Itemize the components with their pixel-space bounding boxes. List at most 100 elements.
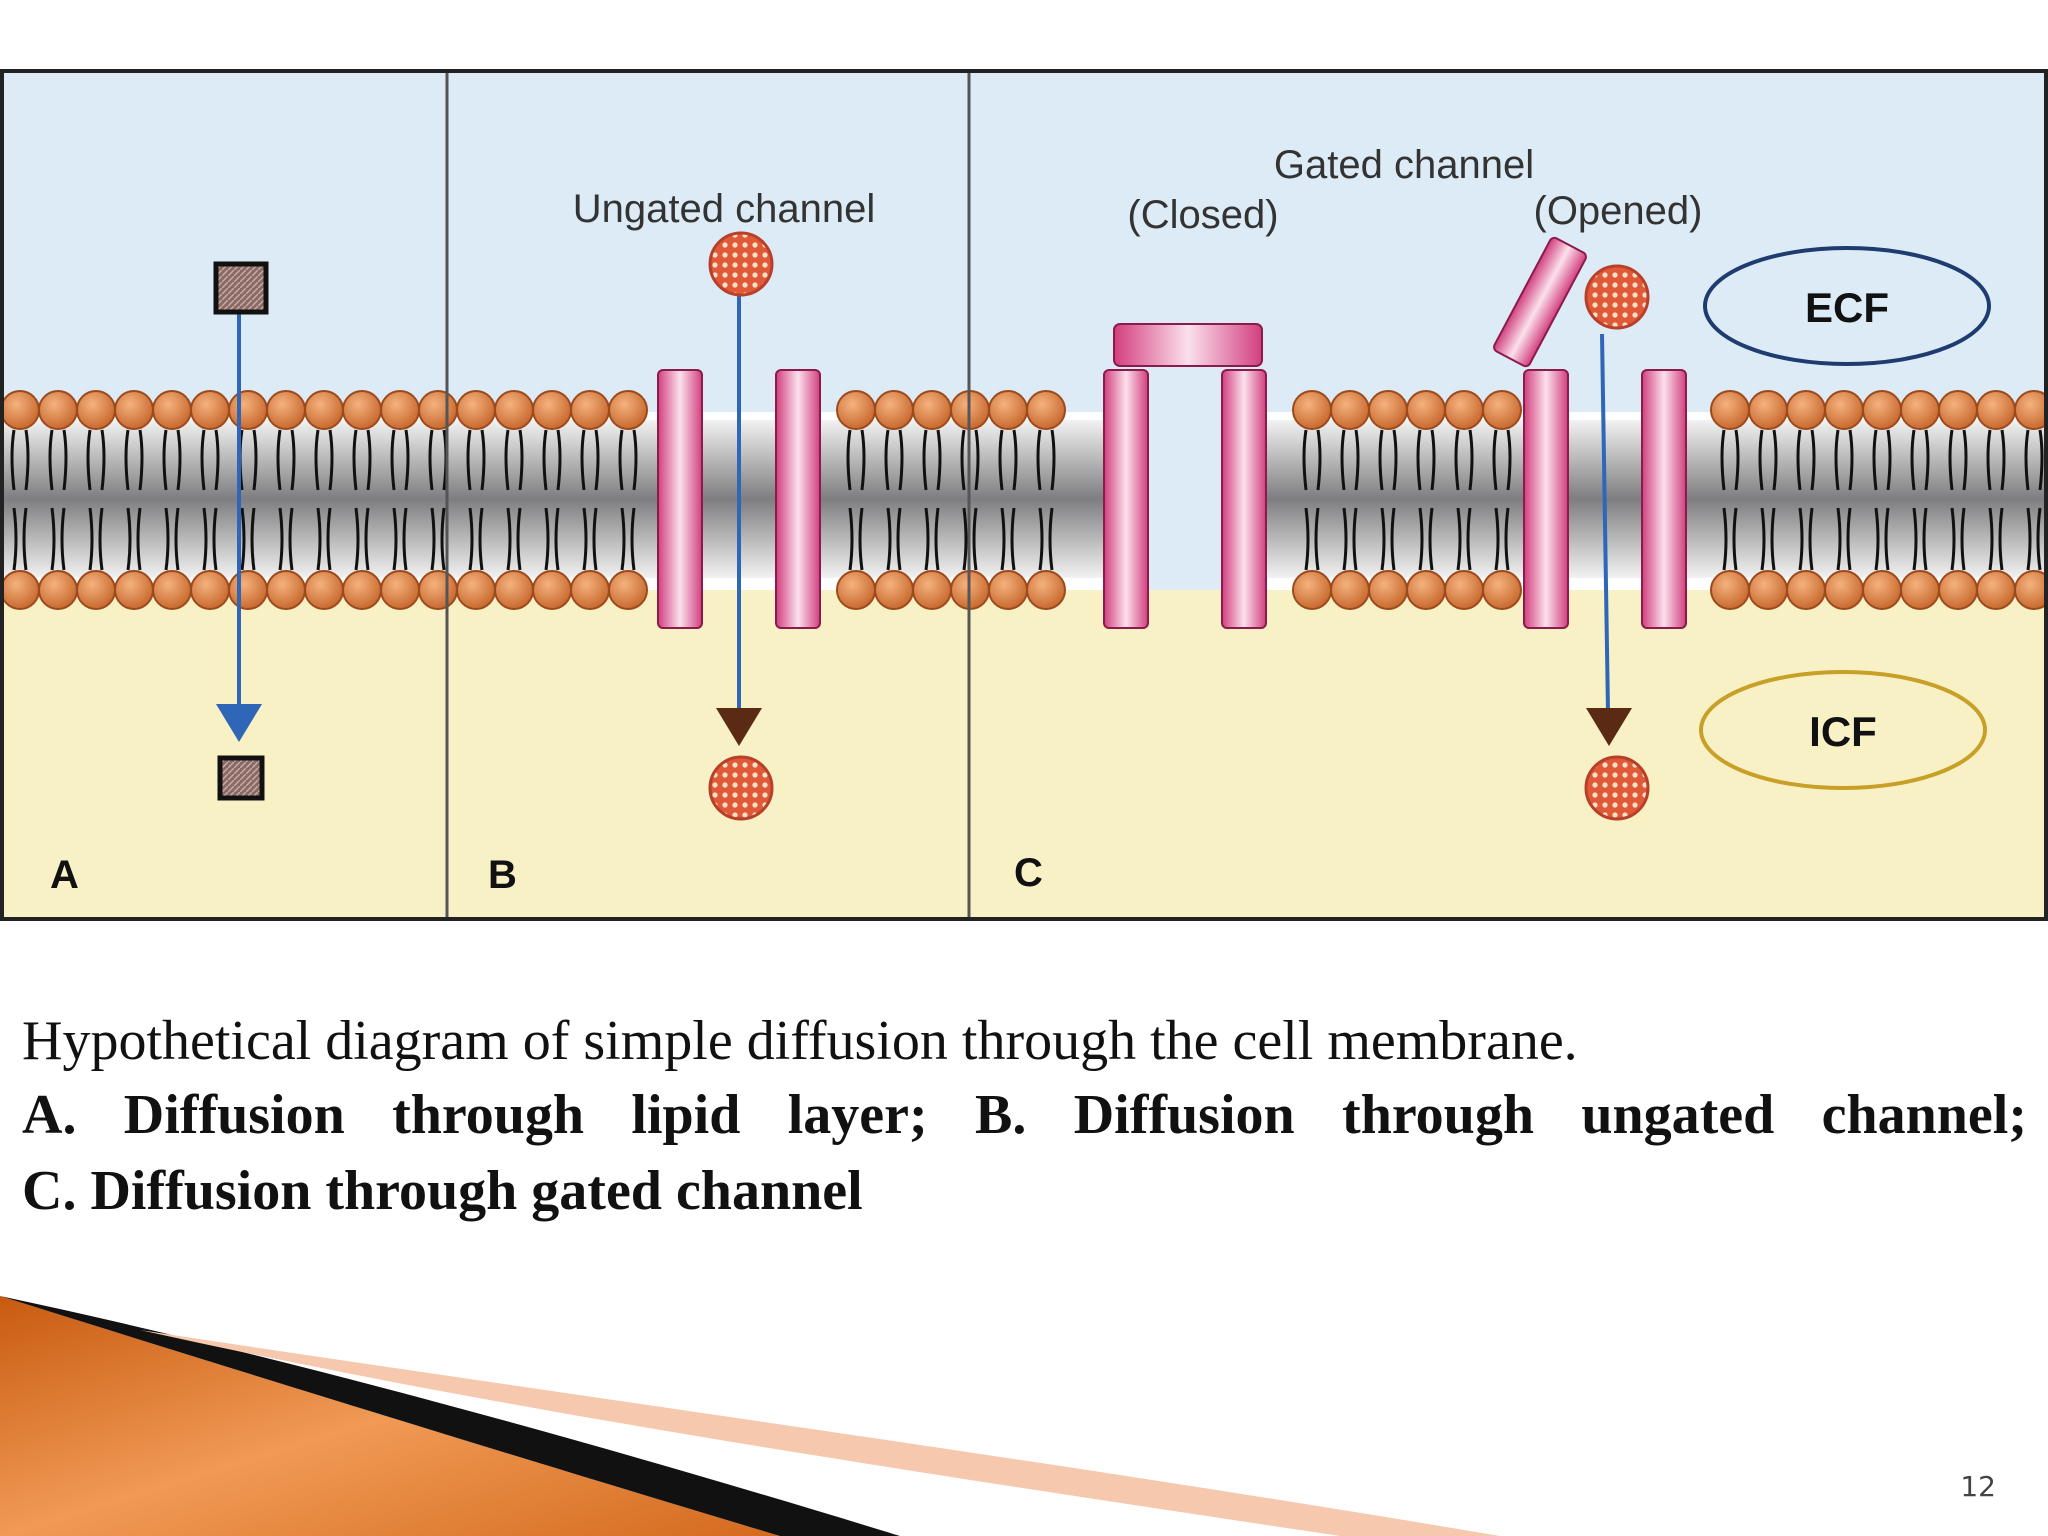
lipid-tail xyxy=(630,507,636,571)
lipid-tail xyxy=(24,429,30,491)
caption-parts-ab: A. Diffusion through lipid layer; B. Dif… xyxy=(22,1084,2027,1146)
lipid-tail xyxy=(352,429,358,491)
arrow-a-head xyxy=(216,704,262,742)
lipid-tail xyxy=(402,507,408,571)
lipid-tail xyxy=(1962,429,1968,491)
square-molecule-icon xyxy=(213,261,269,315)
lipid-tail xyxy=(136,507,142,571)
lipid-tail xyxy=(62,429,68,491)
lipid-tail xyxy=(240,507,246,571)
lipid-tail xyxy=(202,507,208,571)
lipid-tail xyxy=(858,507,864,571)
lipid-tail xyxy=(1772,429,1778,491)
lipid-tail xyxy=(1304,507,1310,571)
lipid-tail xyxy=(2026,507,2032,571)
lipid-tail xyxy=(276,429,282,491)
caption-title: Hypothetical diagram of simple diffusion… xyxy=(22,1010,1578,1072)
lipid-tail xyxy=(1010,507,1016,571)
lipid-tail xyxy=(1378,429,1384,491)
lipid-tail xyxy=(100,429,106,491)
lipid-tail xyxy=(1012,429,1018,491)
icf-ellipse xyxy=(1699,670,1987,790)
lipid-tail xyxy=(1948,429,1954,491)
lipid-tail xyxy=(60,507,66,571)
round-molecule-icon xyxy=(1584,264,1650,330)
lipid-tail xyxy=(974,429,980,491)
lipid-tail xyxy=(164,507,170,571)
caption-part-c: C. Diffusion through gated channel xyxy=(22,1160,863,1222)
arrow-b-head xyxy=(716,708,762,746)
lipid-tail xyxy=(846,429,852,491)
closed-label: (Closed) xyxy=(1127,193,1278,237)
lipid-head xyxy=(1026,570,1066,610)
lipid-tail xyxy=(860,429,866,491)
lipid-tail xyxy=(898,429,904,491)
lipid-tail xyxy=(592,507,598,571)
lipid-tail xyxy=(936,429,942,491)
lipid-tail xyxy=(480,429,486,491)
lipid-tail xyxy=(1342,507,1348,571)
lipid-tail xyxy=(1846,507,1852,571)
lipid-tail xyxy=(162,429,168,491)
ecf-label: ECF xyxy=(1805,284,1889,331)
lipid-tail xyxy=(1036,429,1042,491)
lipid-tail xyxy=(252,429,258,491)
lipid-tail xyxy=(22,507,28,571)
lipid-tail xyxy=(1430,429,1436,491)
lipid-tail xyxy=(354,507,360,571)
arrow-c-shaft xyxy=(1600,333,1610,713)
lipid-tail xyxy=(1988,507,1994,571)
lipid-tail xyxy=(288,507,294,571)
lipid-tail xyxy=(1454,429,1460,491)
lipid-tail xyxy=(1352,507,1358,571)
lipid-tail xyxy=(1048,507,1054,571)
lipid-tail xyxy=(1416,429,1422,491)
lipid-tail xyxy=(1910,429,1916,491)
lipid-tail xyxy=(594,429,600,491)
lipid-tail xyxy=(1732,507,1738,571)
lipid-head xyxy=(1482,390,1522,430)
lipid-tail xyxy=(364,507,370,571)
lipid-tail xyxy=(2036,507,2042,571)
lipid-tail xyxy=(290,429,296,491)
lipid-tail xyxy=(884,429,890,491)
square-molecule-icon xyxy=(217,755,265,801)
lipid-tail xyxy=(924,507,930,571)
lipid-tail xyxy=(1886,429,1892,491)
lipid-tail xyxy=(632,429,638,491)
lipid-tail xyxy=(1924,429,1930,491)
closed-channel-left-wall xyxy=(1103,369,1149,629)
lipid-tail xyxy=(922,429,928,491)
lipid-tail xyxy=(848,507,854,571)
lipid-tail xyxy=(1960,507,1966,571)
lipid-tail xyxy=(554,507,560,571)
lipid-head xyxy=(2014,390,2048,430)
lipid-tail xyxy=(618,429,624,491)
lipid-tail xyxy=(1986,429,1992,491)
lipid-tail xyxy=(516,507,522,571)
gated-channel-label: Gated channel xyxy=(1274,143,1534,187)
lipid-tail xyxy=(504,429,510,491)
lipid-tail xyxy=(542,429,548,491)
lipid-tail xyxy=(1390,507,1396,571)
lipid-tail xyxy=(2038,429,2044,491)
lipid-tail xyxy=(1392,429,1398,491)
lipid-tail xyxy=(1872,429,1878,491)
closed-channel-right-wall xyxy=(1221,369,1267,629)
lipid-tail xyxy=(556,429,562,491)
lipid-tail xyxy=(478,507,484,571)
lipid-tail xyxy=(1798,507,1804,571)
lipid-tail xyxy=(174,507,180,571)
lipid-tail xyxy=(1504,507,1510,571)
lipid-tail xyxy=(1760,507,1766,571)
round-molecule-icon xyxy=(708,755,774,821)
ecf-ellipse xyxy=(1703,246,1991,366)
lipid-tail xyxy=(124,429,130,491)
lipid-tail xyxy=(1722,507,1728,571)
lipid-tail xyxy=(620,507,626,571)
lipid-tail xyxy=(518,429,524,491)
lipid-tail xyxy=(1834,429,1840,491)
lipid-tail xyxy=(430,507,436,571)
